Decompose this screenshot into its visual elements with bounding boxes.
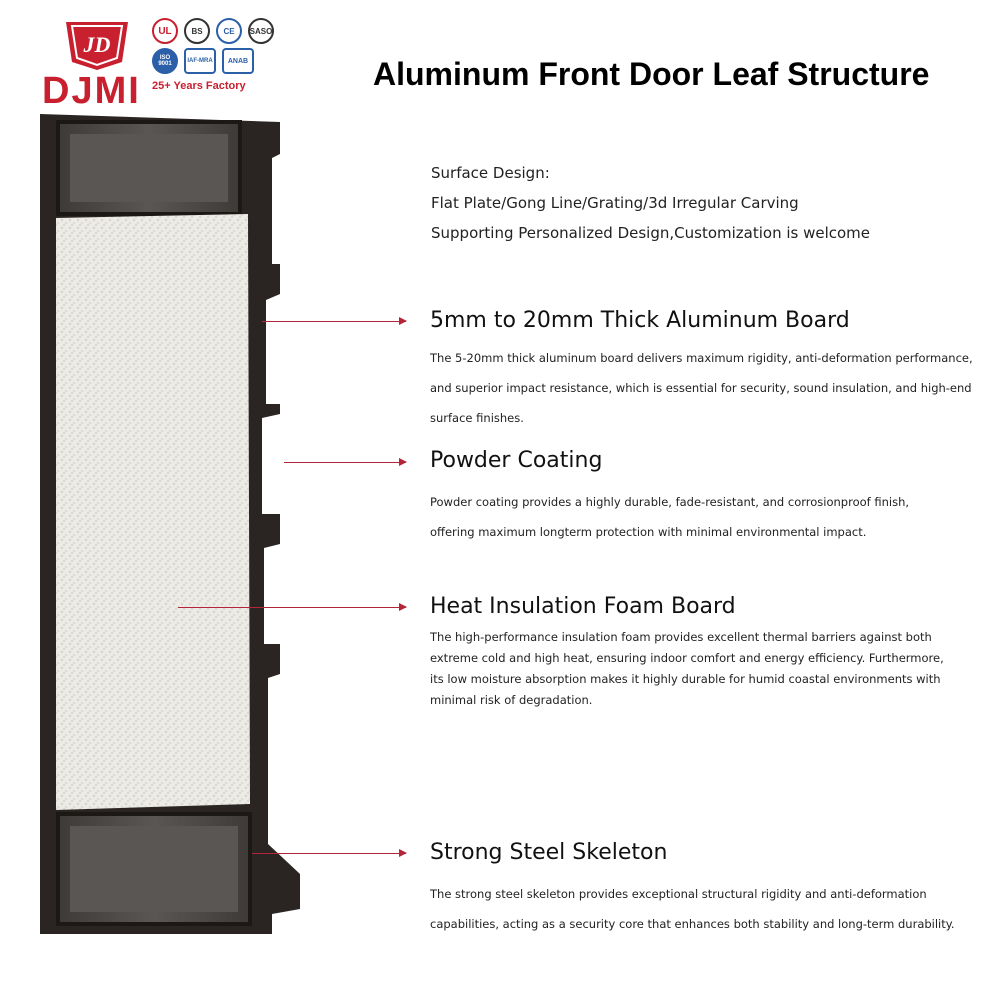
- brand-tagline: 25+ Years Factory: [152, 80, 246, 92]
- saso-cert-icon: SASO: [248, 18, 274, 44]
- certifications-row-2: ISO 9001 IAF-MRA ANAB: [152, 48, 254, 74]
- svg-text:JD: JD: [83, 32, 111, 57]
- ul-cert-icon: UL: [152, 18, 178, 44]
- arrow-right-icon: [252, 849, 407, 857]
- feature-foam-board: Heat Insulation Foam Board The high-perf…: [430, 594, 975, 711]
- feature-title: 5mm to 20mm Thick Aluminum Board: [430, 308, 850, 333]
- surface-heading: Surface Design:: [431, 164, 550, 182]
- arrow-right-icon: [262, 317, 407, 325]
- anab-cert-icon: ANAB: [222, 48, 254, 74]
- iso-cert-icon: ISO 9001: [152, 48, 178, 74]
- ce-cert-icon: CE: [216, 18, 242, 44]
- feature-aluminum-board: 5mm to 20mm Thick Aluminum Board The 5-2…: [430, 308, 975, 433]
- feature-description: Powder coating provides a highly durable…: [430, 495, 910, 539]
- feature-steel-skeleton: Strong Steel Skeleton The strong steel s…: [430, 840, 975, 939]
- feature-description: The high-performance insulation foam pro…: [430, 630, 944, 707]
- feature-title: Heat Insulation Foam Board: [430, 594, 736, 619]
- brand-block: JD DJMI UL BS CE SASO ISO 9001 IAF-MRA A…: [40, 14, 300, 112]
- page-title: Aluminum Front Door Leaf Structure: [373, 56, 930, 92]
- surface-design-block: Surface Design: Flat Plate/Gong Line/Gra…: [431, 158, 870, 248]
- feature-title: Strong Steel Skeleton: [430, 840, 668, 865]
- feature-title: Powder Coating: [430, 448, 603, 473]
- iaf-mra-cert-icon: IAF-MRA: [184, 48, 216, 74]
- certifications-row-1: UL BS CE SASO: [152, 18, 274, 44]
- feature-description: The strong steel skeleton provides excep…: [430, 887, 955, 931]
- surface-options: Flat Plate/Gong Line/Grating/3d Irregula…: [431, 194, 799, 212]
- arrow-right-icon: [284, 458, 407, 466]
- arrow-right-icon: [178, 603, 407, 611]
- bs-cert-icon: BS: [184, 18, 210, 44]
- feature-description: The 5-20mm thick aluminum board delivers…: [430, 351, 973, 425]
- door-cross-section-illustration: [40, 114, 300, 934]
- brand-name: DJMI: [42, 70, 141, 112]
- feature-powder-coating: Powder Coating Powder coating provides a…: [430, 448, 975, 547]
- djmi-logo-icon: JD: [66, 22, 128, 70]
- surface-note: Supporting Personalized Design,Customiza…: [431, 224, 871, 242]
